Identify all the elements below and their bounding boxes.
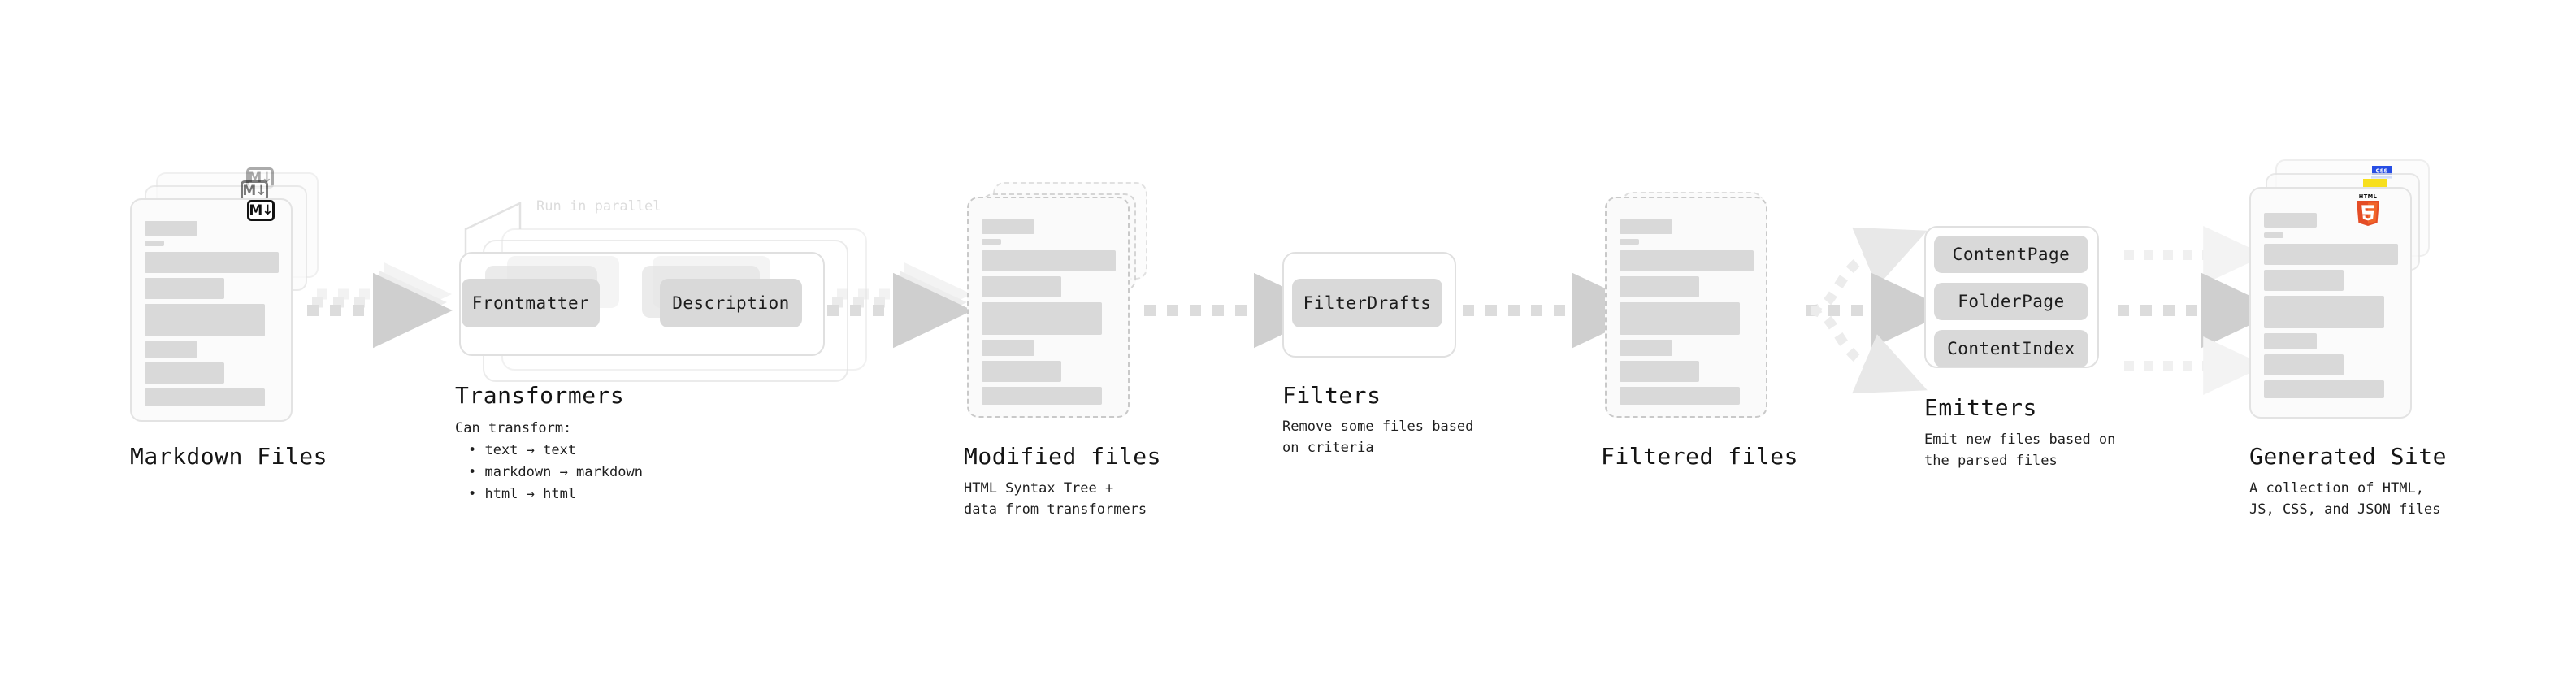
doc-bar (145, 388, 265, 406)
doc-bar (145, 304, 265, 336)
stage-label-markdown-files: Markdown Files (130, 443, 328, 470)
doc-bar (982, 361, 1061, 382)
transformers-description: Can transform: (455, 420, 572, 436)
stage-label-transformers: Transformers (455, 382, 625, 409)
transformers-bullet-0: • text → text (468, 442, 577, 458)
emitter-chip-contentindex[interactable]: ContentIndex (1934, 330, 2088, 367)
emitter-chip-contentpage[interactable]: ContentPage (1934, 236, 2088, 273)
filter-chip-filterdrafts[interactable]: FilterDrafts (1292, 279, 1442, 327)
doc-bar (1620, 219, 1672, 234)
markdown-badge-front: M↓ (247, 200, 275, 221)
doc-bar (145, 241, 164, 246)
doc-bar (982, 219, 1034, 234)
doc-bar (145, 341, 197, 358)
connector-filtered-to-emitters (1806, 227, 1951, 394)
doc-bar (982, 250, 1116, 271)
modified-files-description: HTML Syntax Tree + data from transformer… (964, 480, 1147, 518)
doc-bar (145, 252, 279, 273)
doc-bar (2264, 296, 2384, 328)
emitters-description: Emit new files based on the parsed files (1924, 432, 2116, 470)
stage-label-generated-site: Generated Site (2249, 443, 2448, 470)
doc-bar (145, 362, 224, 384)
doc-bar (2264, 270, 2344, 291)
doc-bar (1620, 276, 1699, 297)
doc-bar (145, 278, 224, 299)
doc-bar (982, 239, 1001, 245)
doc-bar (1620, 340, 1672, 356)
doc-bar (982, 302, 1102, 335)
generated-site-description: A collection of HTML, JS, CSS, and JSON … (2249, 480, 2441, 518)
doc-bar (1620, 250, 1754, 271)
html5-badge: HTML (2354, 193, 2382, 226)
stage-label-filtered-files: Filtered files (1601, 443, 1799, 470)
stage-label-filters: Filters (1282, 382, 1381, 409)
doc-bar (982, 387, 1102, 405)
doc-bar (145, 221, 197, 236)
modified-card-front (967, 197, 1130, 418)
doc-bar (982, 340, 1034, 356)
run-in-parallel-label: Run in parallel (536, 198, 661, 215)
doc-bar (982, 276, 1061, 297)
connector-markdown-to-transformers (307, 262, 453, 349)
filtered-card-front (1605, 197, 1767, 418)
transformers-bullet-2: • html → html (468, 486, 577, 502)
stage-label-emitters: Emitters (1924, 394, 2037, 421)
emitter-chip-folderpage[interactable]: FolderPage (1934, 283, 2088, 320)
site-card-front (2249, 187, 2412, 419)
stage-label-modified-files: Modified files (964, 443, 1162, 470)
connector-emitters-to-site (2118, 226, 2281, 395)
doc-bar (1620, 239, 1639, 245)
doc-bar (1620, 387, 1740, 405)
doc-bar (1620, 302, 1740, 335)
transformer-chip-description[interactable]: Description (660, 279, 802, 327)
transformers-bullet-1: • markdown → markdown (468, 464, 643, 480)
svg-text:HTML: HTML (2359, 193, 2378, 200)
doc-bar (2264, 232, 2283, 238)
doc-bar (2264, 354, 2344, 375)
doc-bar (2264, 213, 2317, 228)
doc-bar (2264, 244, 2398, 265)
svg-text:CSS: CSS (2375, 167, 2387, 174)
doc-bar (2264, 380, 2384, 398)
filters-description: Remove some files based on criteria (1282, 419, 1474, 457)
doc-bar (2264, 333, 2317, 349)
markdown-card-front (130, 198, 293, 422)
doc-bar (1620, 361, 1699, 382)
transformer-chip-frontmatter[interactable]: Frontmatter (462, 279, 600, 327)
